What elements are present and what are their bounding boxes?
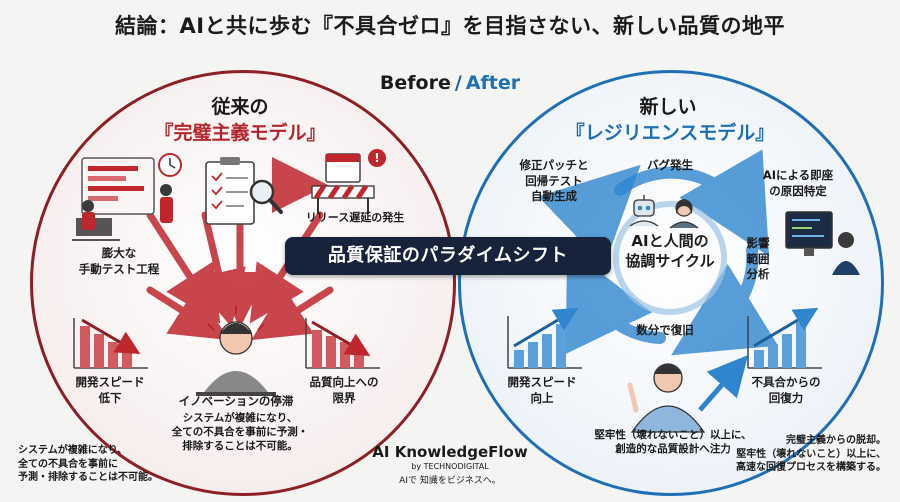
before-after-label: Before/After bbox=[0, 72, 900, 94]
bug-occurs-label: バグ発生 bbox=[647, 158, 693, 172]
slash-separator: / bbox=[454, 72, 462, 94]
checklist-magnifier-illustration bbox=[205, 157, 283, 225]
after-label: After bbox=[465, 72, 521, 94]
recovery-cycle-ring bbox=[538, 149, 779, 356]
dev-speed-down-label: 開発スピード 低下 bbox=[75, 375, 145, 405]
brand-name: AI KnowledgeFlow bbox=[372, 443, 528, 461]
recovery-power-label: 不具合からの 回復力 bbox=[751, 375, 821, 405]
person-icon bbox=[669, 199, 699, 229]
footer-right-note: 完璧主義からの脱却。 堅牢性（壊れないこと）以上に、 高速な回復プロセスを構築す… bbox=[736, 435, 886, 473]
declining-speed-chart bbox=[73, 318, 148, 369]
innovation-stall-label: イノベーションの停滞 bbox=[178, 394, 294, 408]
confident-person-illustration bbox=[627, 354, 749, 433]
left-heading: 従来の bbox=[211, 96, 269, 118]
robustness-focus-note: 堅牢性（壊れないこと）以上に、 創造的な品質設計へ注力 bbox=[594, 429, 752, 456]
svg-text:!: ! bbox=[374, 151, 379, 165]
release-barrier-illustration: ! bbox=[311, 149, 386, 214]
collaboration-cycle-label: AIと人間の 協調サイクル bbox=[625, 232, 715, 270]
quality-limit-chart bbox=[305, 318, 380, 369]
recover-minutes-label: 数分で復旧 bbox=[636, 323, 694, 337]
right-heading-model: 『レジリエンスモデル』 bbox=[565, 122, 775, 144]
analyst-monitor-illustration bbox=[785, 211, 860, 275]
right-heading: 新しい bbox=[639, 96, 697, 118]
recovery-power-chart bbox=[747, 307, 822, 369]
left-heading-model: 『完璧主義モデル』 bbox=[154, 122, 326, 144]
quality-limit-label: 品質向上への 限界 bbox=[309, 375, 379, 405]
before-label: Before bbox=[379, 72, 451, 94]
brand-by: by TECHNODIGITAL bbox=[411, 462, 489, 471]
converging-red-arrows bbox=[146, 157, 334, 341]
system-complexity-note: システムが複雑になり、 全ての不具合を事前に予測・ 排除することは不可能。 bbox=[171, 412, 309, 453]
auto-patch-label: 修正パッチと 回帰テスト 自動生成 bbox=[519, 158, 589, 204]
ai-root-cause-label: AIによる即座 の原因特定 bbox=[762, 168, 834, 198]
robot-icon bbox=[629, 195, 659, 227]
page-title: 結論：AIと共に歩む『不具合ゼロ』を目指さない、新しい品質の地平 bbox=[114, 14, 786, 38]
impact-analysis-label: 影響 範囲 分析 bbox=[746, 236, 770, 282]
dev-speed-up-label: 開発スピード 向上 bbox=[507, 375, 577, 405]
footer-left-note: システムが複雑になり、 全ての不具合を事前に 予測・排除することは不可能。 bbox=[18, 445, 158, 483]
brand-logo: AI KnowledgeFlow by TECHNODIGITAL AIで 知識… bbox=[360, 443, 540, 486]
stressed-person-illustration bbox=[196, 306, 276, 396]
manual-test-label: 膨大な 手動テスト工程 bbox=[78, 246, 160, 276]
paradigm-shift-banner: 品質保証のパラダイムシフト bbox=[285, 237, 611, 275]
manual-testing-illustration bbox=[72, 153, 182, 241]
brand-tagline: AIで 知識をビジネスへ。 bbox=[399, 476, 501, 486]
rising-speed-chart bbox=[507, 307, 582, 369]
release-delay-label: リリース遅延の発生 bbox=[305, 211, 405, 224]
